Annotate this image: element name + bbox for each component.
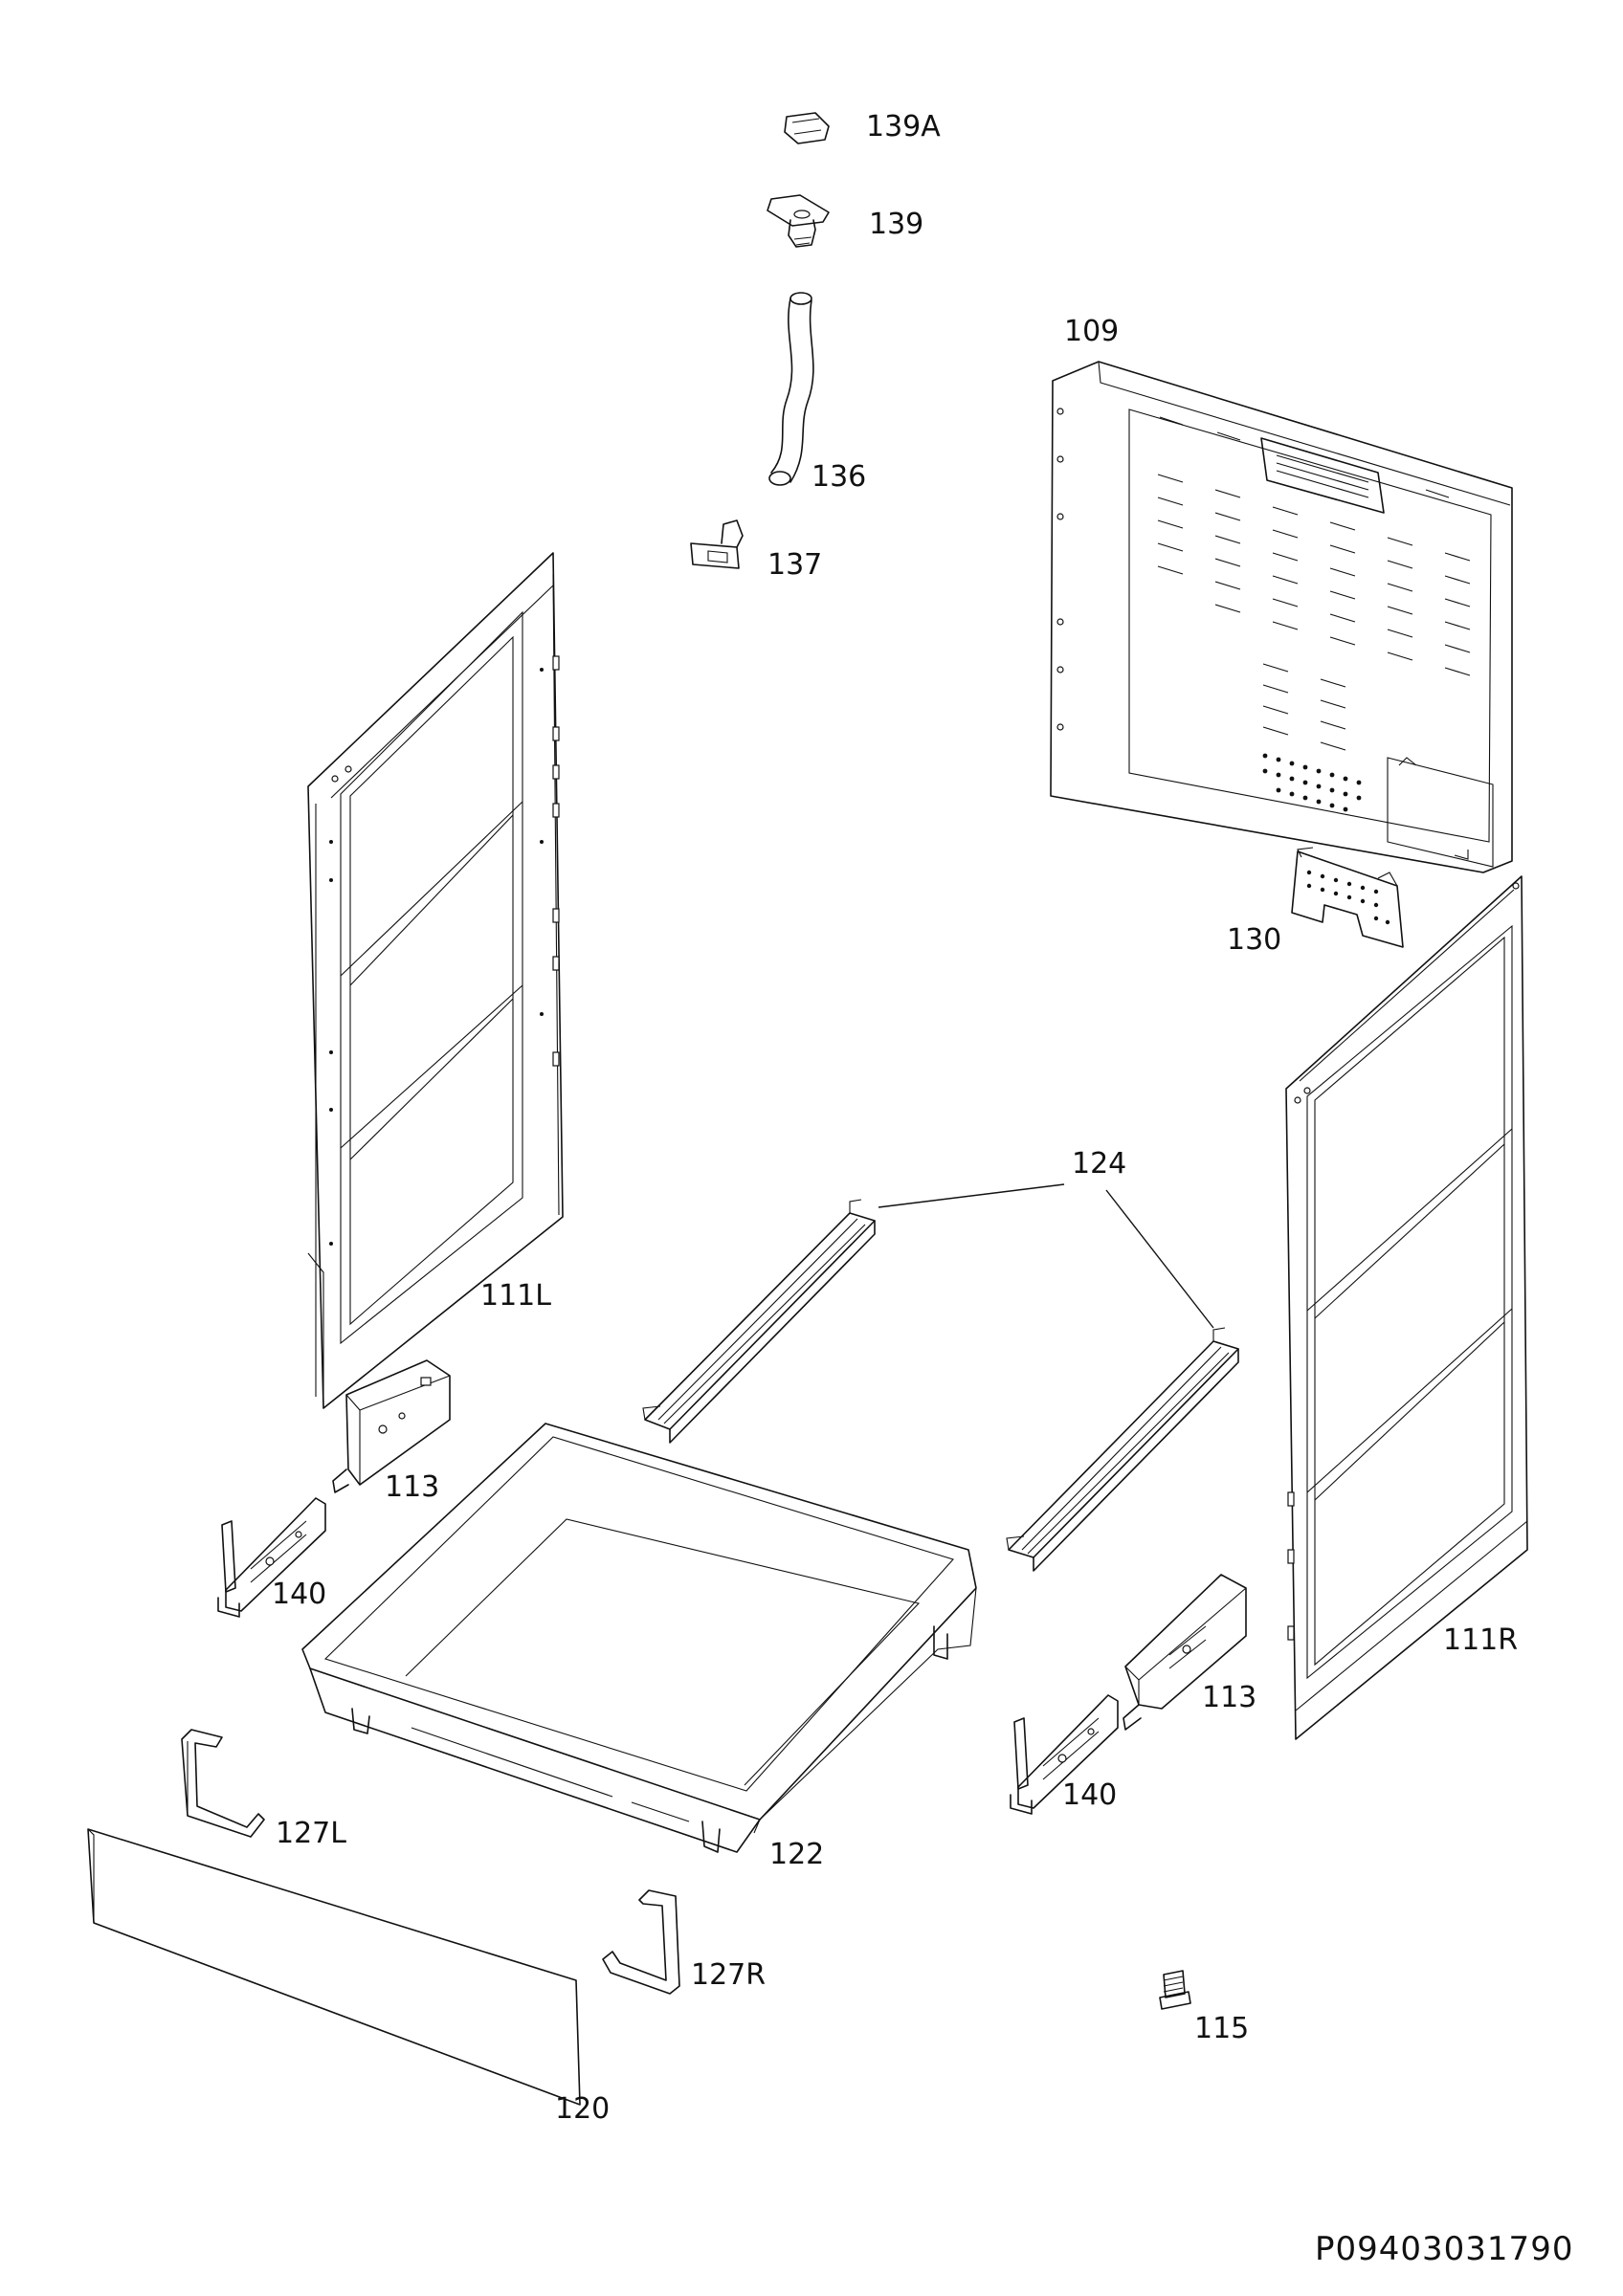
part-140-hinge-right[interactable] [1010, 1694, 1119, 1815]
part-124-rail-left[interactable] [642, 1199, 876, 1444]
part-113-hinge-bracket-left[interactable] [332, 1359, 451, 1493]
label-111L: 111L [480, 1279, 551, 1313]
label-113-left: 113 [385, 1470, 439, 1504]
part-127L-clip-left[interactable] [181, 1729, 265, 1838]
document-id: P09403031790 [1315, 2230, 1573, 2268]
part-115-foot[interactable] [1159, 1970, 1191, 2010]
label-127R: 127R [691, 1958, 766, 1992]
label-111R: 111R [1443, 1623, 1518, 1657]
label-115: 115 [1194, 2012, 1249, 2045]
label-122: 122 [769, 1838, 824, 1871]
label-130: 130 [1227, 923, 1281, 957]
label-137: 137 [767, 548, 822, 582]
part-137-bracket[interactable] [690, 519, 744, 569]
part-109-rear-panel[interactable] [1050, 361, 1513, 873]
part-113-hinge-bracket-right[interactable] [1123, 1574, 1247, 1731]
leader-124-right [1105, 1189, 1214, 1329]
part-136-hose[interactable] [768, 292, 814, 486]
part-139-connector[interactable] [767, 194, 830, 248]
label-120: 120 [555, 2092, 610, 2126]
label-113-right: 113 [1202, 1681, 1256, 1714]
part-111L-left-side-panel[interactable] [307, 552, 564, 1409]
label-109: 109 [1064, 315, 1119, 348]
part-127R-clip-right[interactable] [602, 1889, 680, 1995]
part-111R-right-side-panel[interactable] [1285, 875, 1528, 1740]
part-122-drawer-tray[interactable] [301, 1423, 977, 1853]
label-124: 124 [1072, 1147, 1126, 1181]
louvre-grid [1157, 416, 1471, 751]
label-139A: 139A [866, 110, 941, 144]
part-140-hinge-left[interactable] [217, 1497, 326, 1618]
label-139: 139 [869, 208, 923, 241]
part-130-bracket[interactable] [1291, 847, 1404, 948]
label-140-left: 140 [272, 1578, 326, 1611]
part-139A-clip[interactable] [784, 112, 830, 144]
perforation-dots [1262, 753, 1362, 812]
part-124-rail-right[interactable] [1006, 1327, 1239, 1572]
label-136: 136 [812, 460, 866, 494]
leader-124-left [878, 1183, 1065, 1208]
label-140-right: 140 [1062, 1778, 1117, 1812]
label-127L: 127L [276, 1817, 346, 1850]
part-120-drawer-front[interactable] [87, 1828, 581, 2106]
